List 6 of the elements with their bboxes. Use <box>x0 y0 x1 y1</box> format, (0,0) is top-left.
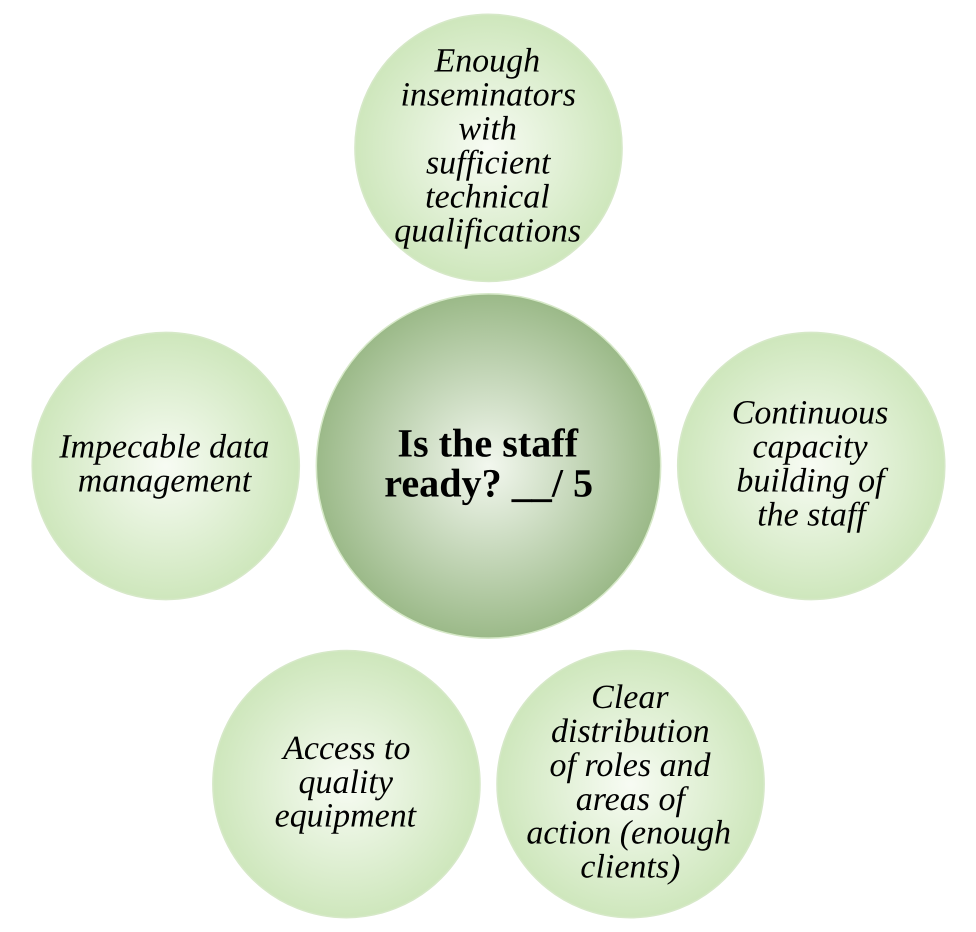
node-circle: Is the staff ready? __/ 5 <box>315 293 661 639</box>
node-circle: Access to quality equipment <box>212 650 480 918</box>
node-circle: Clear distribution of roles and areas of action (enough clients) <box>496 650 764 918</box>
node-circle: Enough inseminators with sufficient technical qualifications <box>354 14 622 282</box>
node-circle: Continuous capacity building of the staff <box>676 332 946 600</box>
node-circle: Impecable data management <box>30 332 300 600</box>
